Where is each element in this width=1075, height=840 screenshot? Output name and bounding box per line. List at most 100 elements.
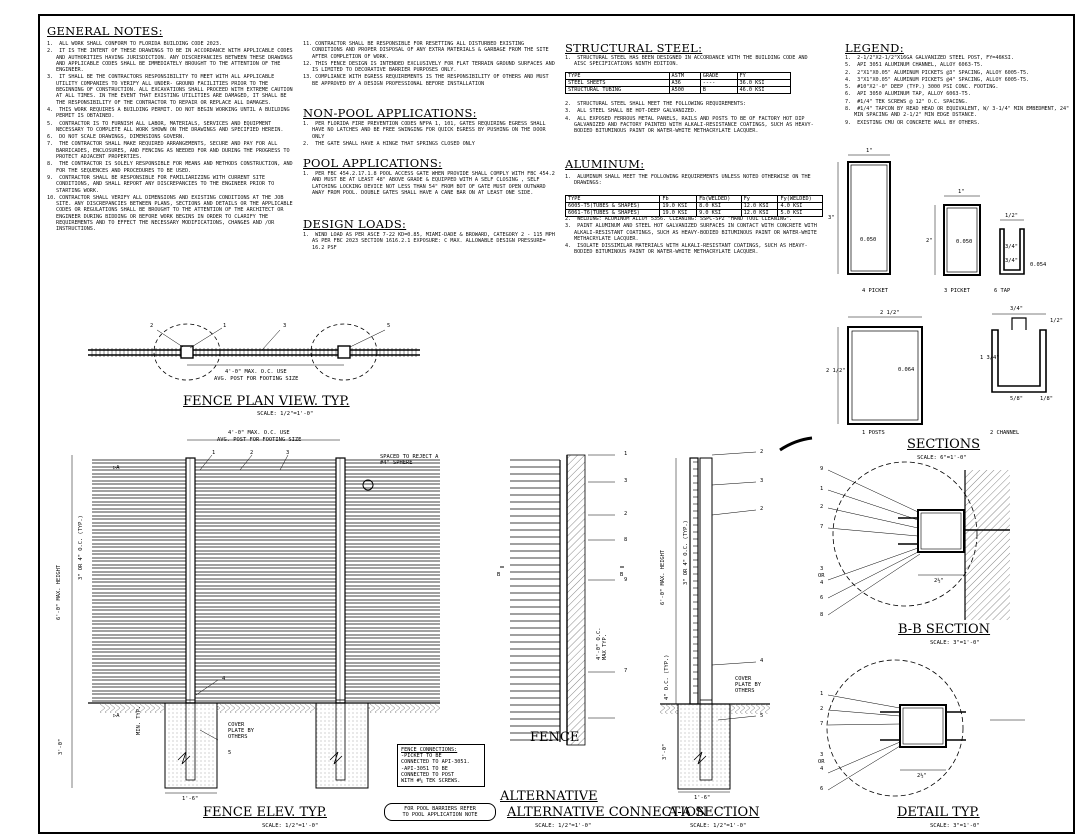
bb-callout-1: 1 xyxy=(820,486,824,492)
picket3-thk: 0.050 xyxy=(956,239,973,245)
note-item: 13. COMPLIANCE WITH EGRESS REQUIREMENTS … xyxy=(303,74,549,87)
channel-d1: 3/4" xyxy=(1010,306,1023,312)
aa-title: A-A SECTION xyxy=(668,805,760,820)
structural-steel-notes: 2. STRUCTURAL STEEL SHALL MEET THE FOLLO… xyxy=(565,101,820,135)
sections-scale: SCALE: 6"=1'-0" xyxy=(917,455,967,461)
picket4-h: 3" xyxy=(828,215,835,221)
detail-title: DETAIL TYP. xyxy=(897,805,980,820)
channel-profile xyxy=(991,313,1047,393)
aa-scale: SCALE: 1/2"=1'-0" xyxy=(690,823,747,829)
structural-steel-title: STRUCTURAL STEEL: xyxy=(565,41,703,55)
elev-callout-5: 5 xyxy=(228,750,232,756)
note-item: 4. ALL EXPOSED FERROUS METAL PANELS, RAI… xyxy=(565,115,814,135)
general-notes-col1: 1. ALL WORK SHALL CONFORM TO FLORIDA BUI… xyxy=(47,41,297,234)
bb-scale: SCALE: 3"=1'-0" xyxy=(930,640,980,646)
table-cell: 6061-T6(TUBES & SHAPES) xyxy=(564,209,661,217)
detail-callout-7: 7 xyxy=(820,721,824,727)
bb-section xyxy=(827,461,1010,620)
picket3-w: 1" xyxy=(958,189,965,195)
alt-callout-8: 8 xyxy=(624,537,628,543)
alt-callout-3: 3 xyxy=(624,478,628,484)
note-item: 3. ALL STEEL SHALL BE HOT-DEEP GALVANIZE… xyxy=(565,108,697,115)
bb-title: B-B SECTION xyxy=(898,622,991,637)
plan-callout-2: 2 xyxy=(150,323,154,329)
plan-dim-note2: AVG. POST FOR FOOTING SIZE xyxy=(214,376,299,382)
note-item: 5. #10"x2'-0" DEEP (TYP.) 3000 PSI CONC.… xyxy=(845,84,999,91)
bb-callout-3: 3 xyxy=(820,566,824,572)
table-cell: 5.0 KSI xyxy=(777,209,823,217)
post-profile xyxy=(837,316,923,425)
plan-callout-3: 3 xyxy=(283,323,287,329)
elev-foot-w: 1'-6" xyxy=(182,796,199,802)
bb-callout-8: 8 xyxy=(820,612,824,618)
elev-section-mark-2: ▷A xyxy=(113,713,120,719)
note-item: 11. CONTRACTOR SHALL BE RESPONSIBLE FOR … xyxy=(303,41,549,60)
detail-callout-or: OR xyxy=(818,759,825,765)
aluminum-intro: 1. ALUMINUM SHALL MEET THE FOLLOWING REQ… xyxy=(565,174,820,188)
note-item: 2. WELDING: ALUMINUM ALLOY 5356. CLEANIN… xyxy=(565,216,793,222)
elev-callout-1: 1 xyxy=(212,450,216,456)
note-item: 1. 2-1/2"x2-1/2"x16GA GALVANIZED STEEL P… xyxy=(845,55,1014,61)
legend-title: LEGEND: xyxy=(845,41,904,55)
elev-dim-note2: AVG. POST FOR FOOTING SIZE xyxy=(217,437,302,443)
note-item: 6. DO NOT SCALE DRAWINGS, DIMENSIONS GOV… xyxy=(47,134,186,141)
elev-dim-note1: 4'-0" MAX. O.C. USE xyxy=(228,430,290,436)
note-item: 3. PAINT ALUMINUM AND STEEL HOT GALVANIZ… xyxy=(565,223,817,242)
aa-foot-w: 1'-6" xyxy=(694,795,711,801)
aa-callout-3: 3 xyxy=(760,478,764,484)
plan-callout-5: 5 xyxy=(387,323,391,329)
bb-callout-7: 7 xyxy=(820,524,824,530)
note-item: 1. ALL WORK SHALL CONFORM TO FLORIDA BUI… xyxy=(47,41,222,47)
aa-callout-4: 4 xyxy=(760,658,764,664)
bb-callout-4: 4 xyxy=(820,580,824,586)
note-item: 10. CONTRACTOR SHALL VERIFY ALL DIMENSIO… xyxy=(47,194,293,233)
elev-callout-2: 2 xyxy=(250,450,254,456)
alt-section-mark-left: B xyxy=(497,572,501,578)
table-cell: 46.0 KSI xyxy=(736,86,791,94)
alt-connection xyxy=(500,454,624,746)
post-w: 2 1/2" xyxy=(880,310,900,316)
aa-spacing2: 4" O.C. (TYP.) xyxy=(664,654,670,700)
design-loads-notes: 1. WIND LOAD AS PER ASCE 7-22 KD=0.85, M… xyxy=(303,232,555,252)
aa-footing: 3'-0" xyxy=(662,743,668,760)
note-item: 8. THE CONTRACTOR IS SOLELY RESPONSIBLE … xyxy=(47,161,293,174)
plan-title: FENCE PLAN VIEW. TYP. xyxy=(183,394,350,409)
note-item: 1. PER FLORIDA FIRE PREVENTION CODES NFP… xyxy=(303,121,546,140)
table-cell: 12.0 KSI xyxy=(740,209,779,217)
post-h: 2 1/2" xyxy=(826,368,846,374)
bb-callout-6: 6 xyxy=(820,595,824,601)
note-item: 2. 2"x1"x0.05" ALUMINUM PICKETS @3" SPAC… xyxy=(845,69,1030,76)
detail-callout-2: 2 xyxy=(820,706,824,712)
picket-3-profile xyxy=(934,195,981,276)
non-pool-notes: 1. PER FLORIDA FIRE PREVENTION CODES NFP… xyxy=(303,121,555,148)
detail-dim: 2½" xyxy=(917,773,927,779)
aluminum-notes: 2. WELDING: ALUMINUM ALLOY 5356. CLEANIN… xyxy=(565,216,820,257)
table-cell: A500 xyxy=(668,86,701,94)
alt-fence-label: FENCE xyxy=(530,730,580,745)
plan-view xyxy=(88,323,420,381)
elev-spaced-note: SPACED TO REJECT A #4" SPHERE xyxy=(380,454,439,467)
note-item: 1. ALUMINUM SHALL MEET THE FOLLOWING REQ… xyxy=(565,174,811,187)
table-cell: B xyxy=(699,86,738,94)
post-tag: 1 POSTS xyxy=(862,430,885,436)
bb-callout-9: 9 xyxy=(820,466,824,472)
picket4-w: 1" xyxy=(866,148,873,154)
bb-callout-or: OR xyxy=(818,573,825,579)
bb-dim: 2½" xyxy=(934,578,944,584)
note-item: 2. THE GATE SHALL HAVE A HINGE THAT SPRI… xyxy=(303,140,475,147)
tap-d3: 3/4" xyxy=(1005,258,1018,264)
note-item: 9. EXISTING CMU OR CONCRETE WALL BY OTHE… xyxy=(845,119,980,126)
note-item: 8. #1/4" TAPCON BY READ HEAD OR EQUIVALE… xyxy=(845,106,1070,119)
detail-callout-3: 3 xyxy=(820,752,824,758)
note-item: 1. WIND LOAD AS PER ASCE 7-22 KD=0.85, M… xyxy=(303,232,555,251)
note-item: 2. STRUCTURAL STEEL SHALL MEET THE FOLLO… xyxy=(565,101,747,107)
fence-elevation xyxy=(71,439,440,794)
note-item: 12. THIS FENCE DESIGN IS INTENDED EXCLUS… xyxy=(303,60,555,74)
note-item: 5. CONTRACTOR IS TO FURNISH ALL LABOR, M… xyxy=(47,120,284,133)
alt-section-mark-right: B xyxy=(620,572,624,578)
alt-callout-7: 7 xyxy=(624,668,628,674)
